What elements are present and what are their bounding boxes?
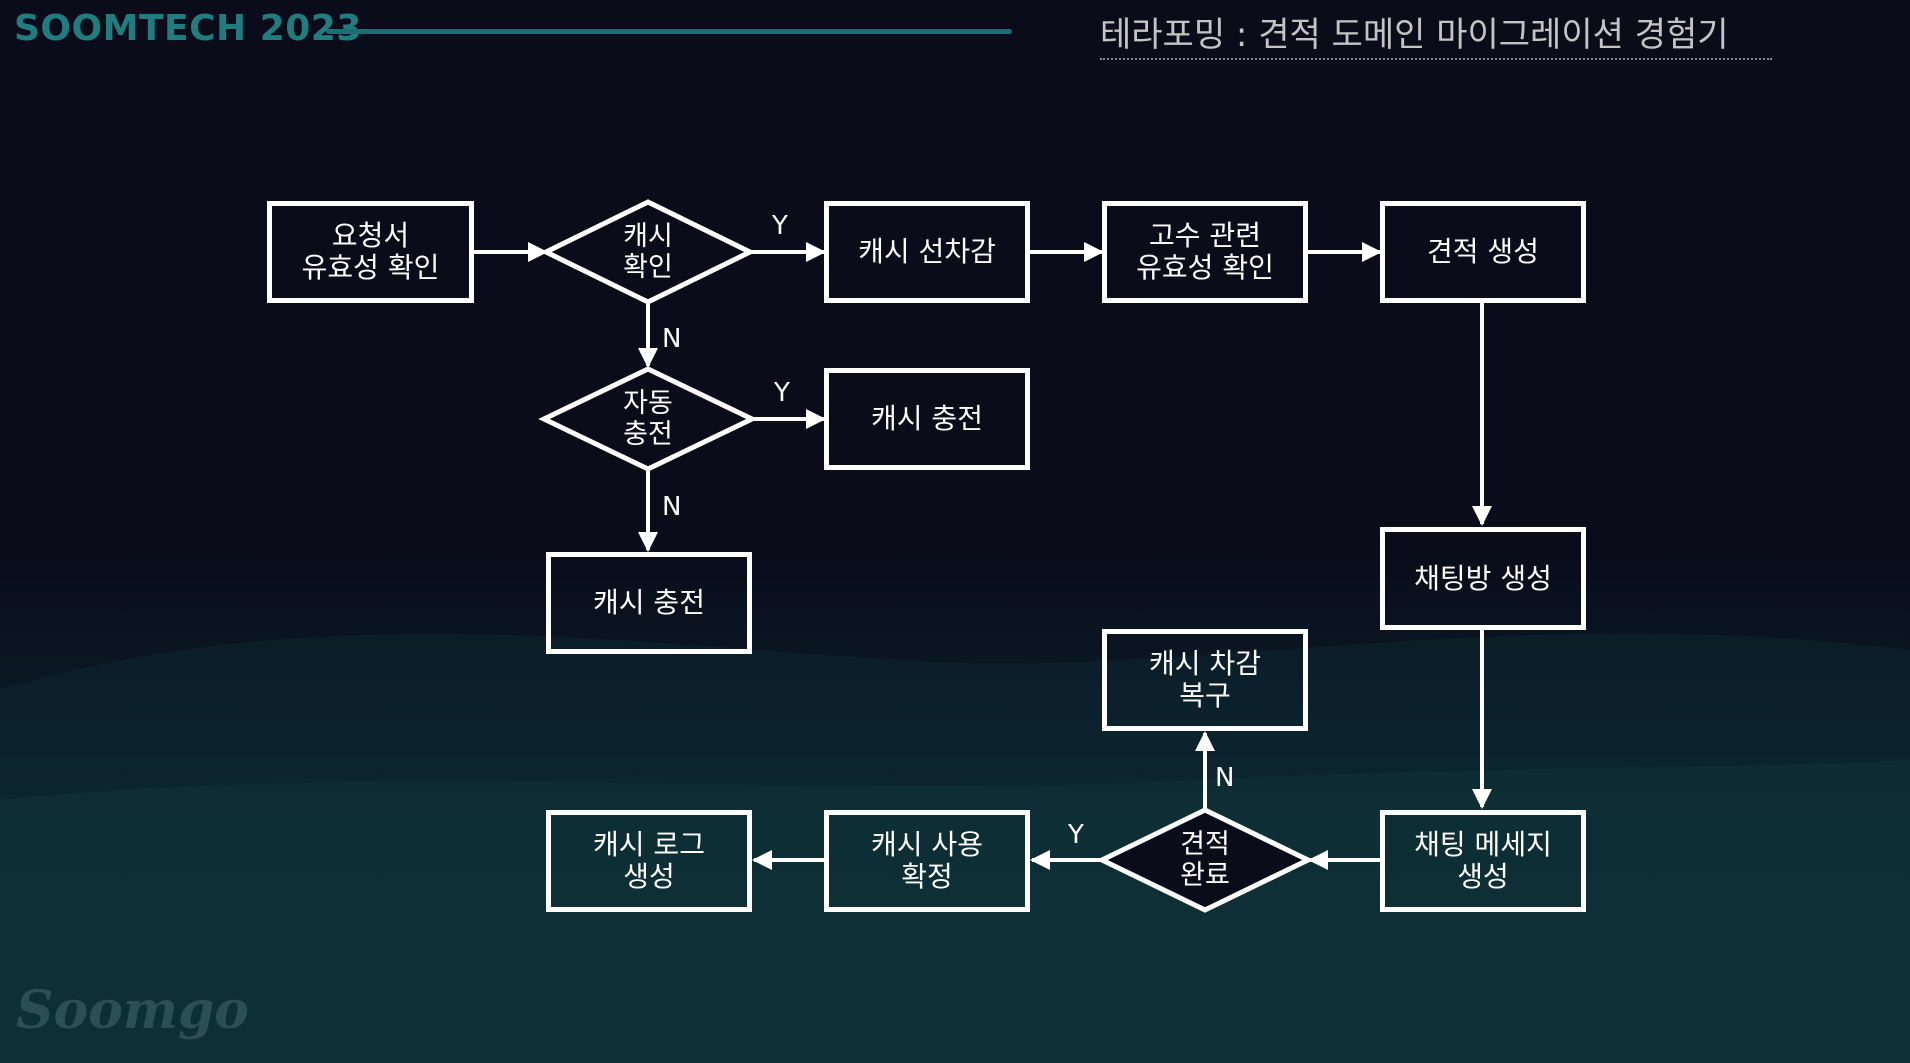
label-auto-charge-yes: Y bbox=[774, 378, 790, 408]
decision-cash-check-label: 캐시 확인 bbox=[623, 221, 673, 283]
soomgo-logo: Soomgo bbox=[16, 980, 249, 1041]
decision-auto-charge-shape bbox=[538, 366, 758, 472]
label-cash-check-yes: Y bbox=[772, 211, 788, 241]
decision-cash-check-shape bbox=[540, 199, 756, 305]
process-pro-validation: 고수 관련 유효성 확인 bbox=[1102, 201, 1308, 303]
decision-quote-done-shape bbox=[1096, 807, 1314, 913]
slide-title: 테라포밍 : 견적 도메인 마이그레이션 경험기 bbox=[1100, 12, 1772, 60]
brand-underline bbox=[326, 29, 1012, 34]
process-cash-charge: 캐시 충전 bbox=[546, 552, 752, 654]
process-chatroom-create: 채팅방 생성 bbox=[1380, 527, 1586, 630]
process-cash-restore: 캐시 차감 복구 bbox=[1102, 629, 1308, 731]
decision-auto-charge-label: 자동 충전 bbox=[623, 388, 673, 450]
process-cash-deduct: 캐시 선차감 bbox=[824, 201, 1030, 303]
process-cash-confirm: 캐시 사용 확정 bbox=[824, 810, 1030, 912]
process-quote-create: 견적 생성 bbox=[1380, 201, 1586, 303]
process-request-validation: 요청서 유효성 확인 bbox=[267, 201, 474, 303]
label-quote-done-yes: Y bbox=[1068, 820, 1084, 850]
label-cash-check-no: N bbox=[662, 324, 682, 354]
decision-quote-done-label: 견적 완료 bbox=[1180, 829, 1230, 891]
label-auto-charge-no: N bbox=[662, 492, 682, 522]
process-chat-message: 채팅 메세지 생성 bbox=[1380, 810, 1586, 912]
process-cash-charge-auto: 캐시 충전 bbox=[824, 368, 1030, 470]
process-cash-log: 캐시 로그 생성 bbox=[546, 810, 752, 912]
brand-title: SOOMTECH 2023 bbox=[14, 8, 362, 49]
label-quote-done-no: N bbox=[1215, 763, 1235, 793]
